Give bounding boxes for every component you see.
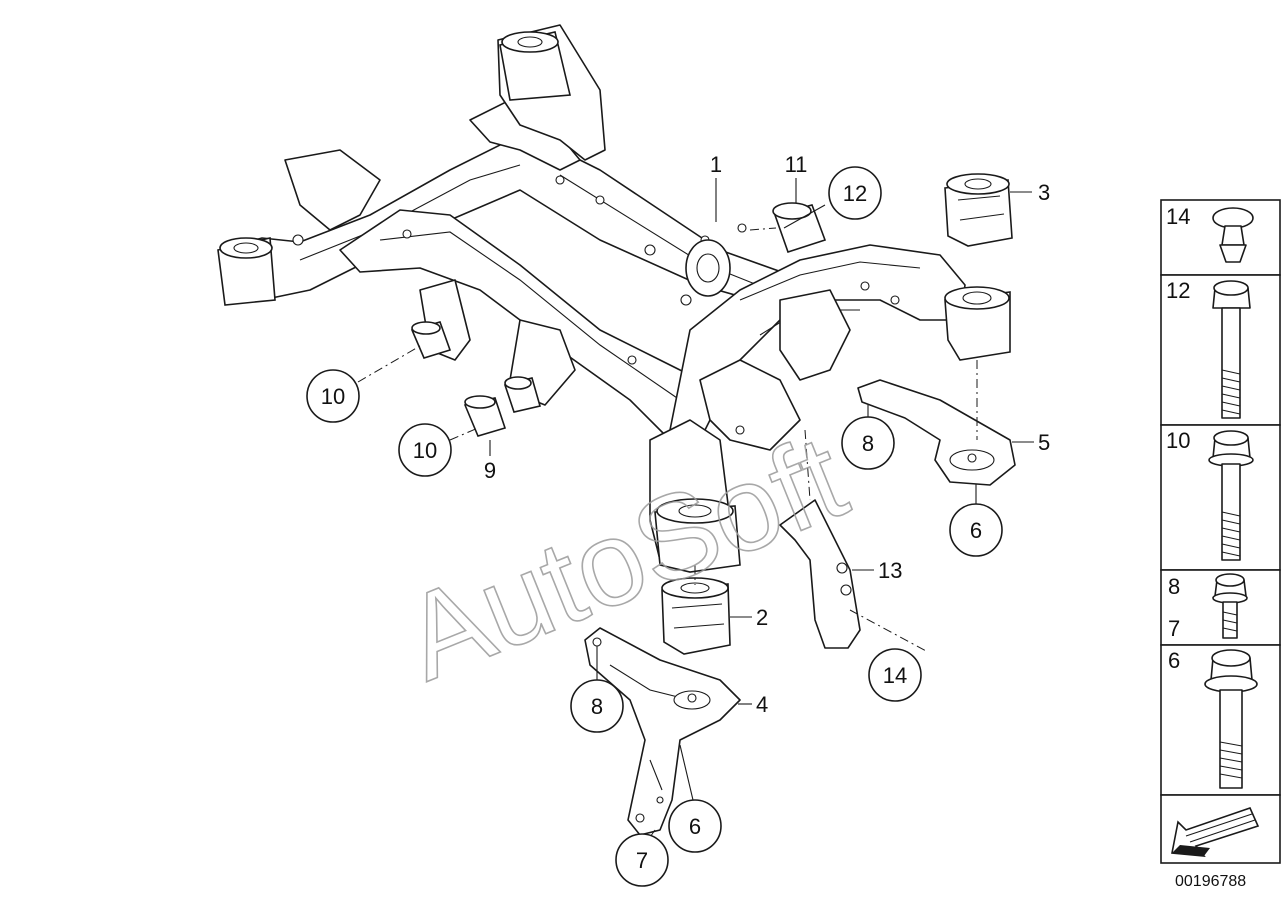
svg-text:10: 10	[321, 384, 345, 409]
callout-9: 9	[484, 440, 496, 483]
sidebar-label-14: 14	[1166, 204, 1190, 229]
bushing-9-frame	[503, 376, 542, 413]
short-bolt-icon	[1212, 573, 1248, 639]
callout-2: 2	[730, 605, 768, 630]
sidebar-label-8: 8	[1168, 574, 1180, 599]
callout-10-upper: 10	[306, 369, 360, 423]
flange-bolt-icon	[1204, 649, 1258, 789]
subframe-mount-bushing-right	[944, 286, 1011, 361]
fastener-sidebar: 14 12 10 8 7	[1160, 199, 1281, 890]
rubber-mount-3	[944, 173, 1013, 247]
svg-text:1: 1	[710, 152, 722, 177]
orientation-arrow-icon	[1171, 807, 1260, 857]
callout-8-upper: 8	[841, 405, 895, 470]
diagram-number: 00196788	[1175, 873, 1246, 890]
svg-text:12: 12	[843, 181, 867, 206]
sidebar-label-7: 7	[1168, 616, 1180, 641]
svg-text:10: 10	[413, 438, 437, 463]
callout-11: 11	[785, 152, 808, 203]
callout-12: 12	[783, 166, 882, 229]
callout-1: 1	[710, 152, 722, 222]
svg-text:7: 7	[636, 848, 648, 873]
sidebar-label-10: 10	[1166, 428, 1190, 453]
callout-6-right: 6	[949, 484, 1003, 557]
callout-4: 4	[738, 692, 768, 717]
sidebar-label-6: 6	[1168, 648, 1180, 673]
bracket-13	[779, 499, 861, 649]
rear-axle-subframe	[219, 24, 966, 561]
callout-5: 5	[1012, 430, 1050, 455]
callout-8-lower: 8	[570, 646, 624, 733]
tension-strut-5	[857, 379, 1016, 486]
hex-bolt-flange-icon	[1208, 430, 1254, 561]
rubber-mount-2	[661, 577, 731, 655]
svg-text:14: 14	[883, 663, 907, 688]
svg-text:6: 6	[689, 814, 701, 839]
callout-13: 13	[852, 558, 902, 583]
hex-bolt-long-icon	[1212, 280, 1251, 419]
bushing-10-lower	[463, 395, 507, 437]
svg-text:5: 5	[1038, 430, 1050, 455]
svg-text:9: 9	[484, 458, 496, 483]
svg-text:2: 2	[756, 605, 768, 630]
subframe-mount-bushing-front	[654, 498, 741, 573]
svg-text:13: 13	[878, 558, 902, 583]
callout-6-lower: 6	[668, 744, 722, 853]
svg-text:8: 8	[591, 694, 603, 719]
callout-10-lower: 10	[398, 423, 452, 477]
callout-7: 7	[615, 833, 669, 887]
svg-text:8: 8	[862, 431, 874, 456]
expanding-rivet-icon	[1212, 207, 1254, 263]
svg-text:11: 11	[785, 152, 808, 177]
bushing-11	[772, 202, 827, 254]
svg-text:3: 3	[1038, 180, 1050, 205]
svg-text:6: 6	[970, 518, 982, 543]
subframe-mount-bushing-rear	[499, 31, 571, 101]
sidebar-label-12: 12	[1166, 278, 1190, 303]
brace-plate-4	[584, 627, 741, 836]
callout-3: 3	[1010, 180, 1050, 205]
subframe-mount-bushing-left	[217, 237, 276, 306]
svg-text:4: 4	[756, 692, 768, 717]
bushing-10-frame	[410, 321, 452, 359]
callout-14: 14	[868, 648, 922, 702]
